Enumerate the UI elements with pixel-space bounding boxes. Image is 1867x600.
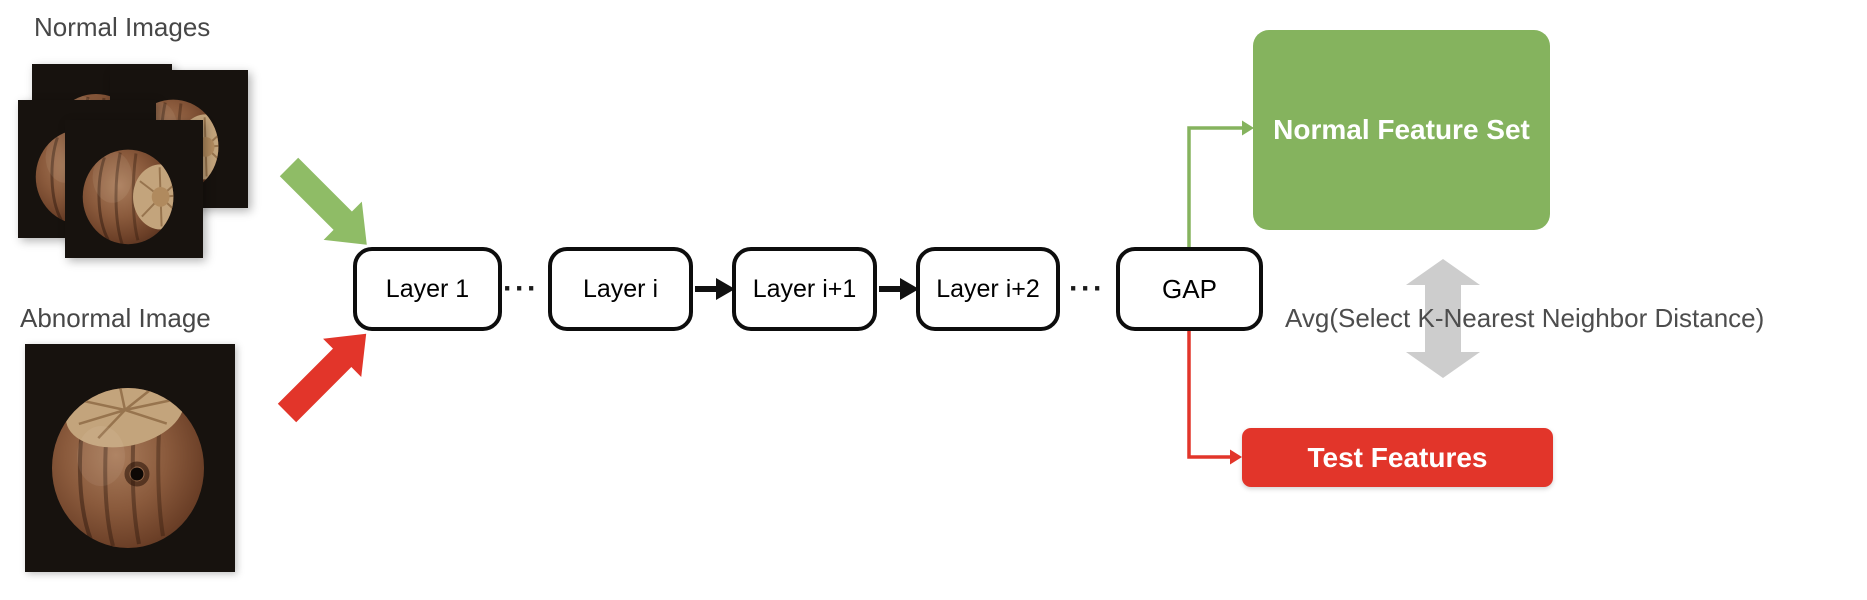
flow-arrow-icon: [879, 278, 919, 300]
normal-images-label: Normal Images: [34, 12, 211, 42]
gap-to-test-connector: [1187, 330, 1242, 465]
abnormal-image-label: Abnormal Image: [20, 303, 211, 333]
node-layer-i-plus-1: Layer i+1: [732, 247, 877, 331]
red-input-arrow-icon: [277, 333, 367, 423]
gap-to-normal-connector: [1187, 120, 1254, 248]
ellipsis: ···: [503, 272, 539, 305]
ellipsis: ···: [1069, 272, 1105, 305]
node-gap: GAP: [1116, 247, 1263, 331]
normal-feature-set-box: Normal Feature Set: [1253, 30, 1550, 230]
node-layer-i-plus-2: Layer i+2: [916, 247, 1060, 331]
knn-distance-arrow-icon: [1406, 259, 1480, 378]
node-layer-i: Layer i: [548, 247, 693, 331]
knn-distance-label: Avg(Select K-Nearest Neighbor Distance): [1285, 303, 1765, 333]
green-input-arrow-icon: [279, 157, 367, 245]
flow-arrow-icon: [695, 278, 735, 300]
node-layer-1: Layer 1: [353, 247, 502, 331]
test-features-box: Test Features: [1242, 428, 1553, 487]
